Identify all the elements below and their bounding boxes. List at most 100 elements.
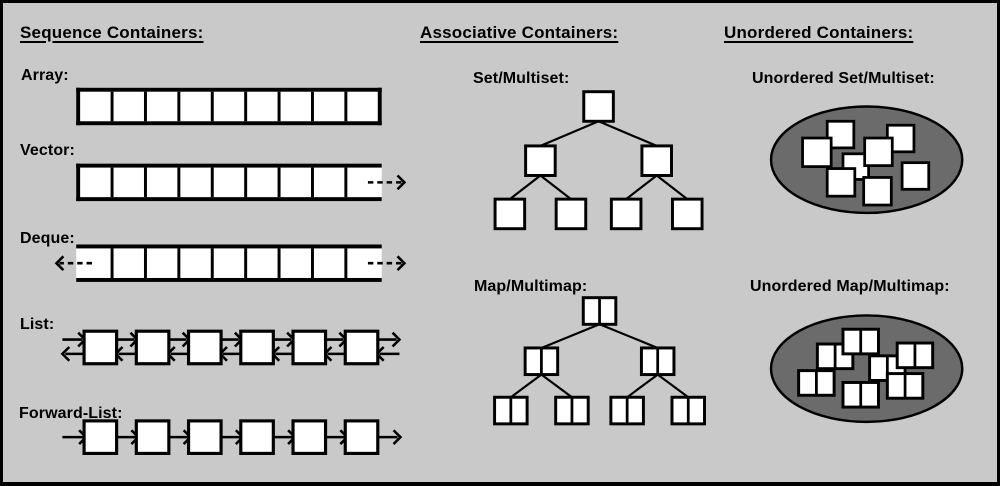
tree-leaf-node bbox=[609, 197, 643, 231]
cell-divider bbox=[177, 167, 181, 198]
array-diagram bbox=[76, 87, 382, 126]
cell-divider bbox=[210, 167, 214, 198]
list-node bbox=[186, 329, 223, 366]
cell-divider bbox=[244, 91, 248, 122]
tree-leaf-node bbox=[671, 197, 704, 231]
arrowhead bbox=[60, 346, 71, 362]
label-forward-list: Forward-List: bbox=[19, 405, 123, 422]
list-node bbox=[239, 419, 275, 455]
section-title-associative: Associative Containers: bbox=[420, 23, 619, 42]
tree-leaf-node bbox=[493, 197, 527, 231]
set-multiset-tree bbox=[493, 90, 704, 231]
label-deque: Deque: bbox=[20, 230, 75, 247]
tube-left-wall bbox=[76, 87, 81, 126]
arrowhead bbox=[396, 255, 407, 272]
label-unordered-map: Unordered Map/Multimap: bbox=[750, 278, 950, 295]
cell-divider bbox=[177, 248, 181, 278]
tree-edge bbox=[509, 174, 542, 200]
cell-divider bbox=[244, 167, 248, 198]
diagram-graphics bbox=[54, 87, 964, 455]
cell-divider bbox=[177, 91, 181, 122]
tube-top-wall bbox=[76, 163, 382, 168]
cell-divider bbox=[210, 248, 214, 278]
list-node bbox=[186, 419, 223, 455]
label-vector: Vector: bbox=[20, 142, 75, 159]
tube-left-wall bbox=[76, 163, 81, 202]
tube-bottom-wall bbox=[76, 121, 382, 126]
tube-bottom-wall bbox=[76, 197, 382, 202]
scattered-box bbox=[900, 161, 931, 191]
tree-edge bbox=[540, 373, 573, 399]
section-title-unordered: Unordered Containers: bbox=[724, 23, 914, 42]
tree-edge bbox=[598, 120, 658, 147]
label-set-multiset: Set/Multiset: bbox=[473, 70, 570, 87]
cell-divider bbox=[244, 248, 248, 278]
tube-top-wall bbox=[76, 244, 382, 249]
list-node bbox=[239, 329, 275, 366]
tree-edge bbox=[539, 174, 572, 200]
tree-edge bbox=[625, 174, 658, 200]
tree-edge bbox=[510, 373, 543, 399]
label-list: List: bbox=[20, 316, 55, 333]
tree-root-node bbox=[582, 90, 615, 123]
scattered-box bbox=[825, 167, 857, 198]
cell-divider bbox=[277, 248, 281, 278]
tree-leaf-node bbox=[554, 197, 588, 231]
cell-divider bbox=[277, 167, 281, 198]
section-title-sequence: Sequence Containers: bbox=[20, 23, 204, 42]
list-node bbox=[343, 329, 380, 366]
cell-divider bbox=[143, 167, 147, 198]
arrowhead bbox=[392, 429, 403, 445]
tree-edge bbox=[540, 323, 600, 349]
cell-divider bbox=[110, 248, 114, 278]
cell-divider bbox=[344, 248, 348, 278]
scattered-box bbox=[801, 136, 833, 168]
list-node bbox=[134, 329, 171, 366]
cell-divider bbox=[344, 91, 348, 122]
tube-interior bbox=[76, 163, 382, 202]
tree-edge bbox=[626, 373, 659, 399]
arrowhead bbox=[391, 331, 402, 348]
unordered-set-diagram bbox=[769, 105, 964, 215]
tree-edge bbox=[539, 120, 599, 147]
cell-divider bbox=[344, 167, 348, 198]
forward-list-diagram bbox=[62, 419, 403, 455]
map-multimap-tree bbox=[493, 296, 706, 426]
cell-divider bbox=[277, 91, 281, 122]
tree-edge bbox=[656, 174, 688, 200]
tree-node bbox=[524, 144, 557, 177]
cell-divider bbox=[143, 91, 147, 122]
label-unordered-set: Unordered Set/Multiset: bbox=[752, 70, 935, 87]
list-node bbox=[343, 419, 380, 455]
list-node bbox=[291, 329, 328, 366]
tree-edge bbox=[599, 323, 659, 349]
tube-right-wall bbox=[377, 87, 382, 126]
tube-bottom-wall bbox=[76, 277, 382, 282]
unordered-map-diagram bbox=[769, 314, 964, 424]
cell-divider bbox=[110, 91, 114, 122]
list-node bbox=[134, 419, 171, 455]
list-node bbox=[82, 329, 119, 366]
vector-diagram bbox=[76, 163, 407, 202]
tube-top-wall bbox=[76, 87, 382, 92]
tube-interior bbox=[76, 87, 382, 126]
arrowhead bbox=[54, 255, 65, 272]
cell-divider bbox=[110, 167, 114, 198]
deque-diagram bbox=[54, 244, 407, 282]
cell-divider bbox=[310, 167, 314, 198]
label-array: Array: bbox=[21, 67, 69, 84]
cell-divider bbox=[310, 91, 314, 122]
list-diagram bbox=[60, 329, 402, 366]
tree-edge bbox=[657, 373, 689, 399]
list-node bbox=[82, 419, 119, 455]
list-node bbox=[291, 419, 328, 455]
cell-divider bbox=[210, 91, 214, 122]
label-map-multimap: Map/Multimap: bbox=[474, 278, 588, 295]
tube-interior bbox=[76, 244, 382, 282]
tree-node bbox=[640, 144, 673, 177]
cell-divider bbox=[143, 248, 147, 278]
cell-divider bbox=[310, 248, 314, 278]
scattered-box bbox=[863, 136, 894, 168]
arrowhead bbox=[396, 174, 407, 191]
